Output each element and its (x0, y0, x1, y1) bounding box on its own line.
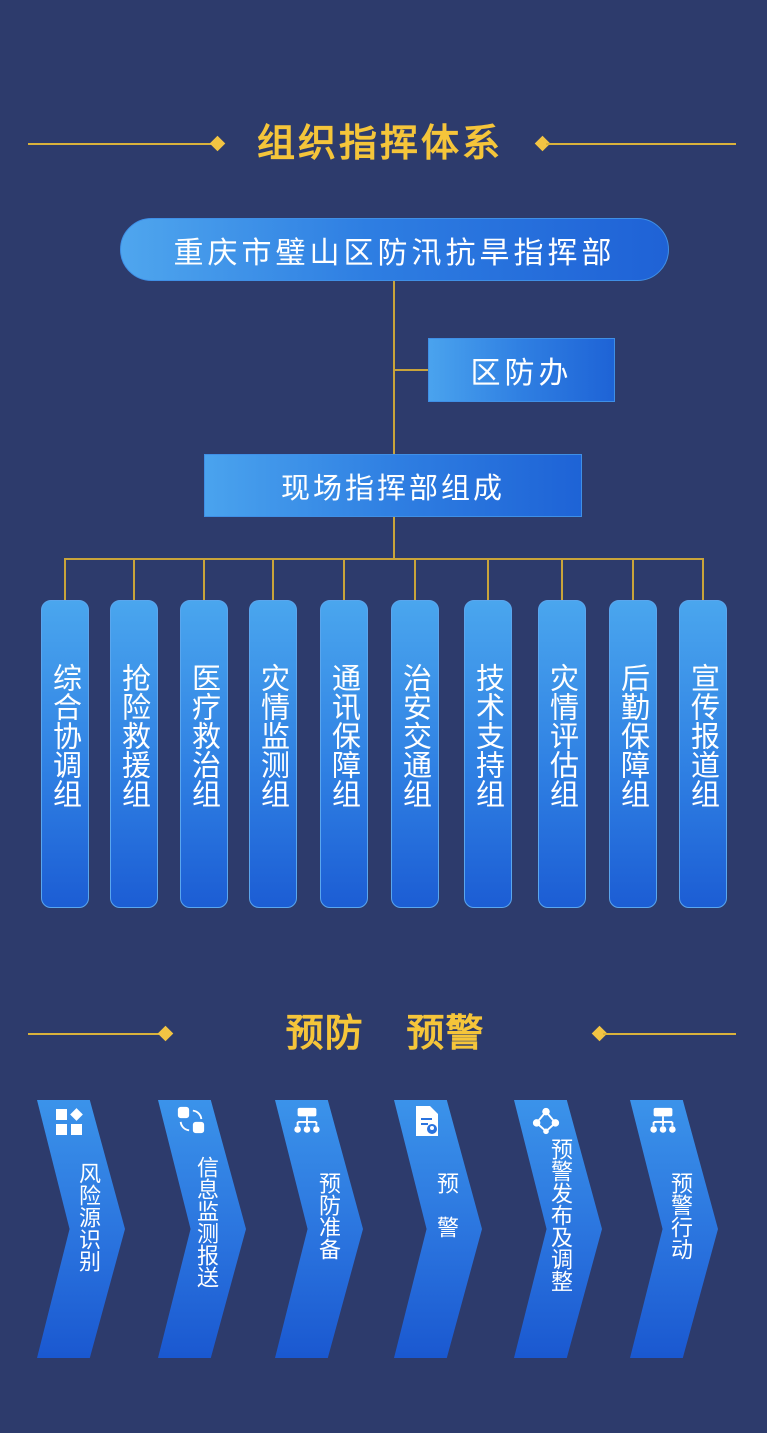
group-node: 抢险救援组 (110, 600, 158, 908)
group-label: 灾情监测组 (256, 663, 291, 808)
group-label: 医疗救治组 (187, 663, 222, 808)
header-line-right (546, 143, 736, 145)
root-node: 重庆市璧山区防汛抗旱指挥部 (120, 218, 669, 281)
connector-group-stub (702, 558, 704, 601)
step-label: 预 警 (433, 1172, 458, 1238)
connector-group-stub (414, 558, 416, 601)
exchange-icon (176, 1105, 206, 1135)
connector-group-stub (203, 558, 205, 601)
step-label: 信息监测报送 (193, 1156, 218, 1288)
header-diamond-left (209, 135, 226, 152)
group-label: 治安交通组 (398, 663, 433, 808)
hierarchy-icon (648, 1106, 678, 1136)
connector-group-stub (343, 558, 345, 601)
header-line-left (28, 143, 218, 145)
office-node-label: 区防办 (470, 356, 573, 391)
connector-field-down (393, 517, 395, 559)
group-node: 技术支持组 (464, 600, 512, 908)
share-nodes-icon (531, 1106, 561, 1136)
connector-group-stub (64, 558, 66, 601)
connector-office (393, 369, 429, 371)
connector-root-down (393, 281, 395, 454)
field-command-label: 现场指挥部组成 (280, 470, 505, 505)
group-node: 通讯保障组 (320, 600, 368, 908)
group-label: 综合协调组 (48, 663, 83, 808)
group-node: 灾情评估组 (538, 600, 586, 908)
connector-group-stub (272, 558, 274, 601)
step-label: 预警行动 (667, 1172, 692, 1260)
connector-group-stub (487, 558, 489, 601)
office-node: 区防办 (428, 338, 615, 402)
header2-line-left (28, 1033, 168, 1035)
field-command-node: 现场指挥部组成 (204, 454, 582, 517)
header2-diamond-left (157, 1025, 174, 1042)
hierarchy-icon (292, 1106, 322, 1136)
connector-group-stub (561, 558, 563, 601)
section-title-warning: 预防 预警 (285, 1011, 485, 1055)
connector-horizontal-bus (65, 558, 703, 560)
step-label: 风险源识别 (75, 1162, 100, 1272)
group-label: 后勤保障组 (616, 663, 651, 808)
step-label: 预警发布及调整 (547, 1138, 572, 1292)
connector-group-stub (632, 558, 634, 601)
group-node: 后勤保障组 (609, 600, 657, 908)
section-title-org: 组织指挥体系 (256, 121, 503, 165)
group-node: 医疗救治组 (180, 600, 228, 908)
group-node: 灾情监测组 (249, 600, 297, 908)
group-label: 技术支持组 (471, 663, 506, 808)
step-label: 预防准备 (315, 1172, 340, 1260)
grid-diamond-icon (54, 1107, 84, 1137)
group-label: 抢险救援组 (117, 663, 152, 808)
group-label: 宣传报道组 (686, 663, 721, 808)
group-label: 通讯保障组 (327, 663, 362, 808)
connector-group-stub (133, 558, 135, 601)
root-node-label: 重庆市璧山区防汛抗旱指挥部 (173, 235, 616, 271)
group-label: 灾情评估组 (545, 663, 580, 808)
header2-line-right (603, 1033, 736, 1035)
group-node: 综合协调组 (41, 600, 89, 908)
group-node: 宣传报道组 (679, 600, 727, 908)
group-node: 治安交通组 (391, 600, 439, 908)
document-user-icon (412, 1106, 442, 1136)
